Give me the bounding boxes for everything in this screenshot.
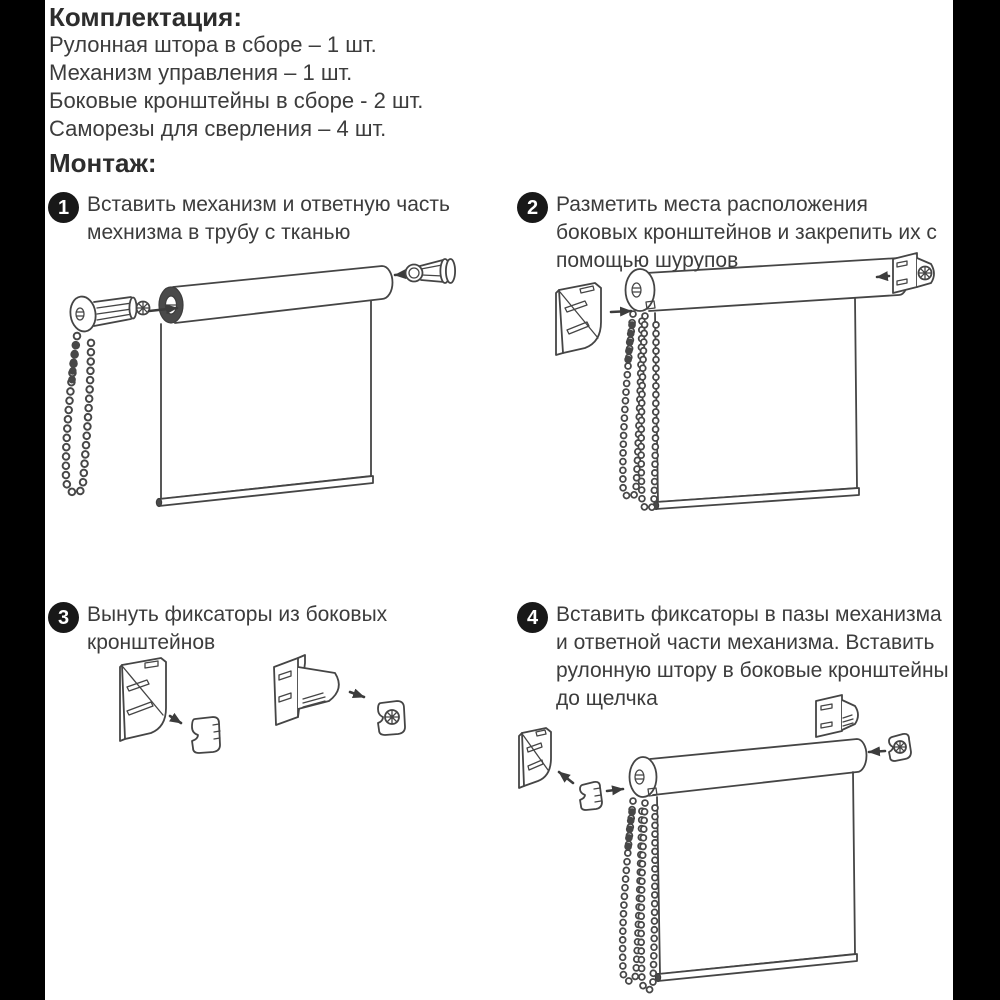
step-number-badge: 2 bbox=[517, 192, 548, 223]
step-number-badge: 4 bbox=[517, 602, 548, 633]
fabric-panel bbox=[652, 297, 860, 511]
bead-chain-icon bbox=[61, 331, 96, 498]
side-bracket-icon bbox=[273, 654, 340, 726]
bead-chain-icon bbox=[618, 797, 659, 994]
roller-tube-icon bbox=[158, 265, 394, 324]
step4-illustration bbox=[518, 694, 912, 994]
fabric-panel bbox=[654, 771, 858, 983]
bottom-bar bbox=[655, 487, 860, 510]
wall-bracket-icon bbox=[518, 727, 552, 789]
bottom-bar bbox=[657, 953, 858, 982]
gear-fixator-icon bbox=[888, 732, 912, 762]
arrow-icon bbox=[348, 688, 366, 699]
package-item: Боковые кронштейны в сборе - 2 шт. bbox=[49, 88, 424, 113]
step-number-badge: 1 bbox=[48, 192, 79, 223]
package-contents-title: Комплектация: bbox=[49, 2, 242, 32]
package-item: Рулонная штора в сборе – 1 шт. bbox=[49, 32, 377, 57]
package-contents-list: Рулонная штора в сборе – 1 шт. Механизм … bbox=[49, 31, 423, 143]
gear-fixator-icon bbox=[377, 700, 406, 736]
arrow-left-icon bbox=[875, 271, 891, 282]
assembled-roller-blind-icon bbox=[624, 257, 910, 312]
arrow-right-icon bbox=[147, 304, 179, 315]
arrow-up-left-icon bbox=[557, 770, 575, 785]
step-text: Разметить места расположения боковых кро… bbox=[556, 193, 937, 272]
splined-tip bbox=[135, 300, 151, 316]
arrow-left-icon bbox=[867, 746, 887, 757]
arrow-icon bbox=[168, 712, 183, 725]
fabric-panel bbox=[155, 300, 374, 508]
step-text: Вставить фиксаторы в пазы механизма и от… bbox=[556, 603, 949, 710]
step-number-badge: 3 bbox=[48, 602, 79, 633]
package-item: Саморезы для сверления – 4 шт. bbox=[49, 116, 387, 141]
arrow-right-icon bbox=[609, 306, 633, 317]
step3-illustration bbox=[119, 654, 406, 754]
chain-clip bbox=[645, 300, 656, 310]
installation-step-1: 1 Вставить механизм и ответную часть мех… bbox=[48, 191, 513, 247]
instruction-sheet: Комплектация: Рулонная штора в сборе – 1… bbox=[45, 0, 953, 1000]
bracket-with-gear-icon bbox=[892, 252, 935, 294]
top-bracket-icon bbox=[815, 694, 859, 738]
chain-control-mechanism-icon bbox=[69, 295, 151, 333]
bead-chain-icon bbox=[619, 310, 660, 513]
fixator-clip-icon bbox=[191, 716, 221, 754]
chain-clip bbox=[647, 787, 658, 797]
flat-bracket-icon bbox=[119, 657, 167, 742]
step-text: Вынуть фиксаторы из боковых кронштейнов bbox=[87, 603, 388, 654]
installation-title: Монтаж: bbox=[49, 148, 157, 178]
step2-illustration bbox=[555, 252, 935, 513]
package-item: Механизм управления – 1 шт. bbox=[49, 60, 353, 85]
step1-illustration bbox=[61, 258, 456, 508]
end-plug-icon bbox=[404, 258, 456, 284]
step-text: Вставить механизм и ответную часть мехни… bbox=[87, 193, 450, 244]
arrow-right-icon bbox=[605, 785, 625, 796]
installation-step-4: 4 Вставить фиксаторы в пазы механизма и … bbox=[517, 601, 953, 713]
installation-step-3: 3 Вынуть фиксаторы из боковых кронштейно… bbox=[48, 601, 513, 657]
bottom-bar bbox=[158, 475, 374, 507]
wall-bracket-icon bbox=[555, 282, 602, 356]
assembled-roller-blind-icon bbox=[628, 738, 868, 798]
installation-step-2: 2 Разметить места расположения боковых к… bbox=[517, 191, 953, 275]
fixator-clip-icon bbox=[579, 780, 603, 811]
